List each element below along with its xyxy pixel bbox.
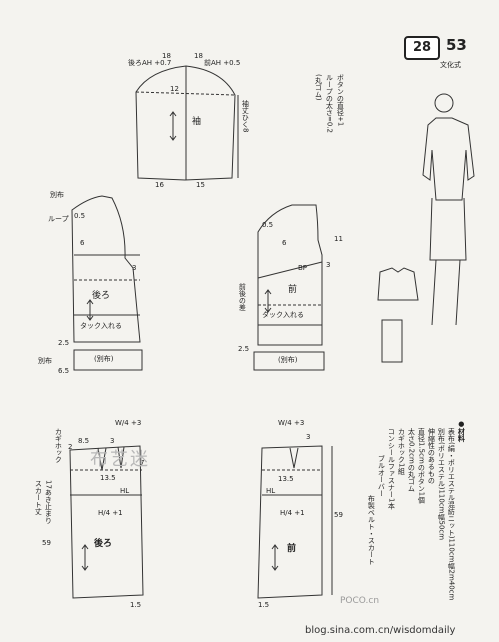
back-bodice-name: 後ろ xyxy=(92,291,111,301)
materials-line6: カギホック1組 xyxy=(397,428,406,475)
skirt-front-15: 1.5 xyxy=(258,601,270,609)
materials-line7: コンシールファスナー1本 xyxy=(387,428,396,510)
front-bp-label: BP xyxy=(298,264,308,272)
skirt-back-hl: HL xyxy=(120,487,130,495)
watermark-poco: POCO.cn xyxy=(340,596,380,606)
materials-title: ●材料 xyxy=(457,420,466,442)
skirt-back-2: 2 xyxy=(68,443,73,451)
back-65-label: 6.5 xyxy=(58,367,70,375)
sleeve-back-ah-label: 後ろAH +0.7 xyxy=(128,59,172,67)
page-badge: 28 53 文化式 xyxy=(404,36,480,69)
note-elastic: (丸ゴム) xyxy=(314,74,323,101)
back-25-label: 2.5 xyxy=(58,339,70,347)
sleeve-16-label: 16 xyxy=(155,181,164,189)
note-button-diameter: ボタンの直径+1 xyxy=(336,74,345,127)
skirt-back-135: 13.5 xyxy=(100,474,116,482)
back-tuck-label: タック入れる xyxy=(80,322,122,330)
sleeve-length-label: 袖丈ひく8 xyxy=(241,100,250,133)
pattern-number-box: 28 xyxy=(404,36,440,60)
front-25-label: 2.5 xyxy=(238,345,250,353)
skirt-back-3: 3 xyxy=(110,437,115,445)
watermark-text: 布艺迷 xyxy=(90,449,150,470)
materials-line1: 表布(絹・ポリエステル混紡ニット)110cm幅2m40cm xyxy=(447,428,456,601)
skirt-front-name: 前 xyxy=(287,544,297,554)
skirt-hook-label: カギホック xyxy=(54,428,63,463)
sleeve-name-label: 袖 xyxy=(192,117,202,127)
front-6-label: 6 xyxy=(282,239,287,247)
front-tuck-label: タック入れる xyxy=(262,311,304,319)
skirt-back-h: H/4 +1 xyxy=(98,509,123,517)
skirt-back-7: 7 xyxy=(140,459,145,467)
front-3-label: 3 xyxy=(326,261,331,269)
materials-col-b: 布製ベルト・スカート xyxy=(367,495,376,565)
front-diff-label: 前後の差 xyxy=(238,283,247,311)
skirt-front-59: 59 xyxy=(334,511,343,519)
skirt-back-59: 59 xyxy=(42,539,51,547)
skirt-front-pattern xyxy=(257,445,333,599)
back-bodice-pattern xyxy=(71,195,143,371)
skirt-back-w-label: W/4 +3 xyxy=(115,419,142,427)
skirt-front-135: 13.5 xyxy=(278,475,294,483)
back-6-label: 6 xyxy=(80,239,85,247)
sleeve-15-label: 15 xyxy=(196,181,205,189)
skirt-front-h: H/4 +1 xyxy=(280,509,305,517)
front-bodice-name: 前 xyxy=(288,285,298,295)
skirt-opening-label: 17あき止まり xyxy=(44,480,53,524)
sleeve-front-ah-label: 前AH +0.5 xyxy=(204,59,241,67)
model-figure xyxy=(422,93,475,326)
footer-url[interactable]: blog.sina.com.cn/wisdomdaily xyxy=(305,625,456,636)
back-band-label: (別布) xyxy=(94,355,114,363)
materials-line3: 伸縮性のあるもの xyxy=(427,428,436,484)
sleeve-18-left: 18 xyxy=(162,52,171,60)
skirt-back-85: 8.5 xyxy=(78,437,90,445)
back-3-label: 3 xyxy=(132,264,137,272)
back-side-bessnuno: 別布 xyxy=(38,357,52,365)
back-05-label: 0.5 xyxy=(74,212,86,220)
skirt-back-name: 後ろ xyxy=(94,539,113,549)
skirt-front-hl: HL xyxy=(266,487,276,495)
front-bodice-pattern xyxy=(253,204,325,371)
materials-line4: 直径1.5cmのボタン1個 xyxy=(417,428,426,504)
front-band-label: (別布) xyxy=(278,356,298,364)
back-loop-label: ループ xyxy=(48,215,69,223)
materials-col-a: ブルオーバー xyxy=(377,455,386,497)
skirt-front-3: 3 xyxy=(306,433,311,441)
page-number: 53 xyxy=(446,36,467,54)
sleeve-18-right: 18 xyxy=(194,52,203,60)
skirt-back-pattern xyxy=(69,445,144,599)
garment-sketch xyxy=(377,267,419,363)
skirt-length-label: スカート丈 xyxy=(34,480,43,515)
sleeve-pattern xyxy=(135,65,239,181)
materials-line5: 太さ0.2cmの丸ゴム xyxy=(407,428,416,492)
materials-line2: 別布(ポリエステル)110cm幅50cm xyxy=(437,428,446,541)
publisher-label: 文化式 xyxy=(440,61,461,69)
back-bessnuno-label: 別布 xyxy=(50,191,64,199)
front-05-label: 0.5 xyxy=(262,221,274,229)
sleeve-12-label: 12 xyxy=(170,85,179,93)
skirt-back-15: 1.5 xyxy=(130,601,142,609)
front-11-label: 11 xyxy=(334,235,343,243)
skirt-front-w-label: W/4 +3 xyxy=(278,419,305,427)
note-loop-thickness: ループの太さ=0.2 xyxy=(325,74,334,133)
